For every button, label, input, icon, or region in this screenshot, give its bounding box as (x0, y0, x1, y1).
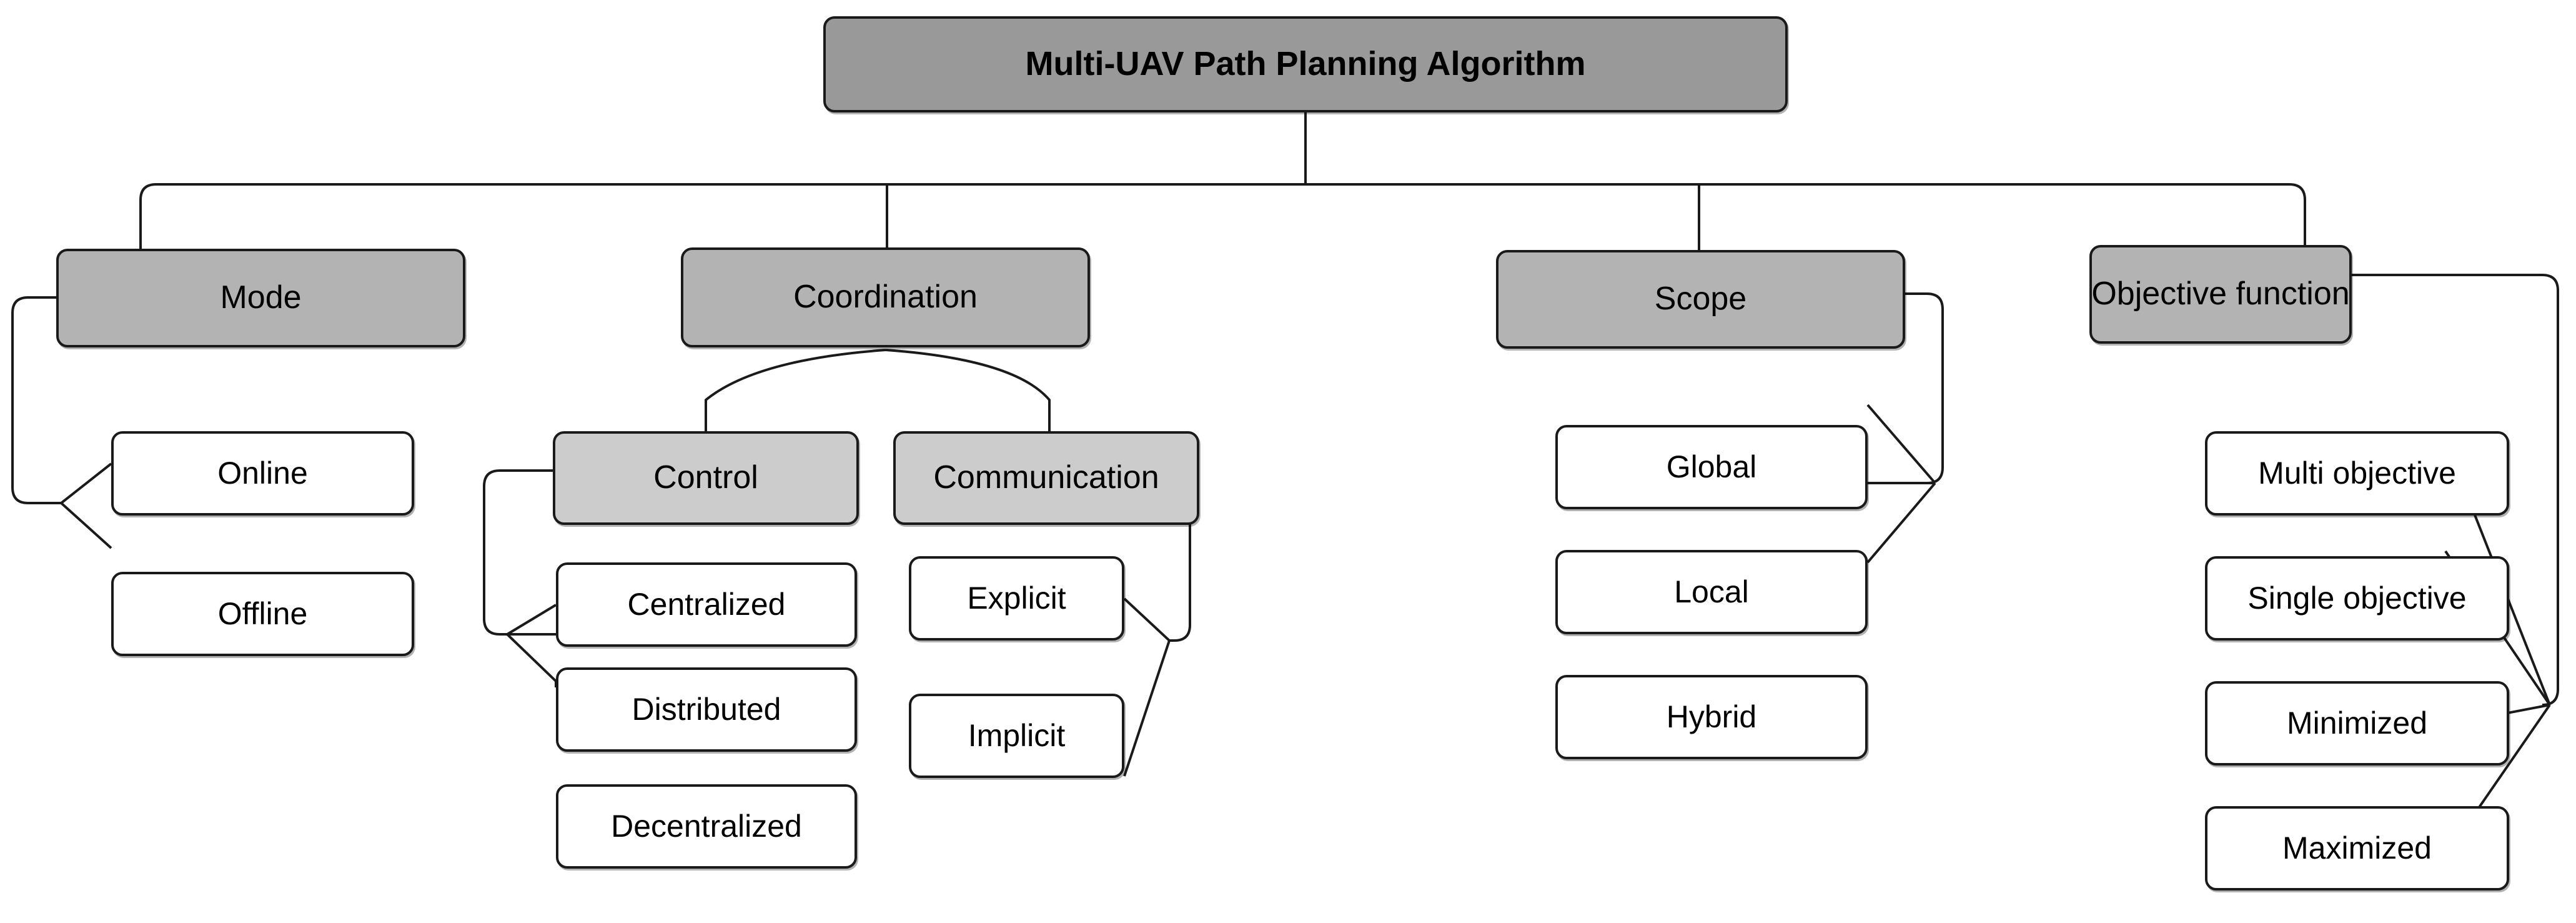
node-implicit-label: Implicit (968, 718, 1066, 753)
node-objective-function[interactable]: Objective function (2089, 245, 2352, 344)
node-multi-objective-label: Multi objective (2258, 456, 2456, 491)
edge-control-to-centralized (506, 604, 557, 636)
node-global[interactable]: Global (1555, 425, 1868, 509)
node-single-objective[interactable]: Single objective (2205, 556, 2509, 641)
edge-coordination-to-control (705, 349, 886, 431)
edge-control-to-decentralized (506, 633, 557, 687)
node-hybrid-label: Hybrid (1666, 699, 1757, 734)
node-objective-function-label: Objective function (2091, 276, 2350, 312)
node-minimized-label: Minimized (2286, 706, 2428, 741)
node-centralized[interactable]: Centralized (556, 562, 857, 647)
node-communication[interactable]: Communication (893, 431, 1199, 525)
edge-mode-to-online (60, 462, 112, 504)
node-local-label: Local (1674, 574, 1749, 609)
node-multi-objective[interactable]: Multi objective (2205, 431, 2509, 516)
node-maximized[interactable]: Maximized (2205, 806, 2509, 891)
edge-scope-to-global (1866, 404, 1936, 484)
node-decentralized-label: Decentralized (611, 809, 802, 844)
node-decentralized[interactable]: Decentralized (556, 784, 857, 869)
edge-coordination-to-communication (885, 349, 1051, 431)
node-global-label: Global (1666, 449, 1757, 484)
node-online[interactable]: Online (111, 431, 414, 516)
node-distributed-label: Distributed (632, 692, 781, 727)
node-control[interactable]: Control (553, 431, 859, 525)
node-mode[interactable]: Mode (56, 249, 465, 347)
node-maximized-label: Maximized (2282, 831, 2432, 866)
node-root-label: Multi-UAV Path Planning Algorithm (1025, 45, 1586, 83)
node-offline-label: Offline (217, 596, 308, 631)
edge-scope-to-hybrid (1866, 482, 1936, 564)
node-single-objective-label: Single objective (2247, 581, 2467, 616)
node-local[interactable]: Local (1555, 550, 1868, 634)
node-coordination-label: Coordination (793, 279, 978, 316)
edge-mode-out (11, 296, 61, 504)
edge-root-bus (139, 183, 2306, 250)
edge-communication-to-implicit (1123, 640, 1171, 777)
edge-control-out (483, 469, 553, 636)
node-offline[interactable]: Offline (111, 572, 414, 656)
node-scope[interactable]: Scope (1496, 250, 1905, 349)
node-explicit[interactable]: Explicit (909, 556, 1124, 641)
node-root[interactable]: Multi-UAV Path Planning Algorithm (823, 16, 1788, 112)
node-hybrid[interactable]: Hybrid (1555, 675, 1868, 759)
node-minimized[interactable]: Minimized (2205, 681, 2509, 766)
node-distributed[interactable]: Distributed (556, 667, 857, 752)
node-control-label: Control (653, 459, 758, 496)
node-explicit-label: Explicit (967, 581, 1066, 616)
node-mode-label: Mode (220, 279, 302, 316)
edge-mode-to-offline (60, 502, 112, 549)
edge-scope-out (1905, 292, 1944, 484)
node-implicit[interactable]: Implicit (909, 694, 1124, 778)
node-coordination[interactable]: Coordination (681, 247, 1090, 347)
edge-communication-to-explicit (1123, 597, 1171, 642)
node-centralized-label: Centralized (627, 587, 786, 622)
node-communication-label: Communication (933, 459, 1159, 496)
node-online-label: Online (217, 456, 308, 491)
node-scope-label: Scope (1654, 281, 1747, 317)
